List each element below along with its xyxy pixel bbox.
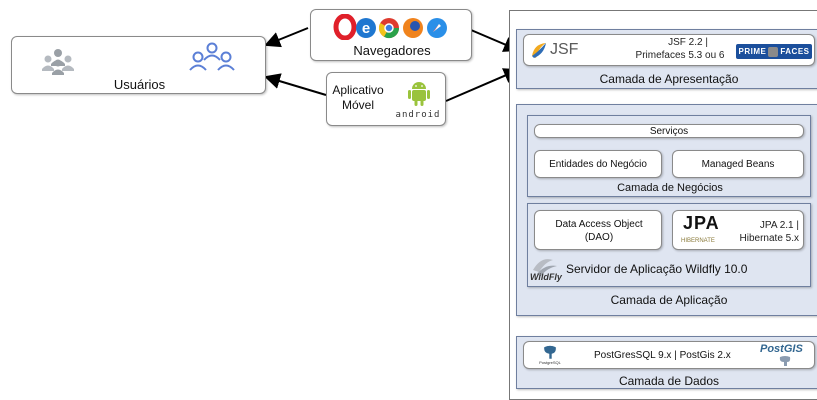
managed-beans-box: Managed Beans (672, 150, 804, 178)
android-icon (407, 79, 431, 107)
android-wordmark: android (395, 110, 441, 120)
arrow-aplicativo-to-usuarios (264, 73, 327, 96)
jsf-logo-text: JSF (550, 41, 579, 58)
jpa-line2: Hibernate 5.x (739, 233, 799, 244)
aplicacao-layer-label: Camada de Aplicação (610, 293, 728, 307)
servidor-aplicacao: Data Access Object (DAO) JPA HIBERNATE J… (527, 203, 811, 287)
negocios-layer-label: Camada de Negócios (617, 182, 723, 194)
dados-db-label: PostGresSQL 9.x | PostGis 2.x (594, 350, 731, 361)
primefaces-logo: PRIME FACES (736, 44, 812, 59)
wildfly-logo-icon (531, 256, 561, 284)
apresentacao-layer-label: Camada de Apresentação (599, 72, 739, 86)
servicos-box: Serviços (534, 124, 804, 138)
aplicativo-label-line1: Aplicativo (332, 83, 384, 97)
dao-line2: (DAO) (584, 232, 614, 243)
jpa-logo-text: JPA (683, 213, 720, 233)
users-group-icon (40, 47, 76, 75)
dados-box: PostgreSQL PostGresSQL 9.x | PostGis 2.x… (523, 341, 815, 369)
chrome-icon (378, 18, 400, 39)
ie-icon: e (356, 18, 376, 38)
jpa-box: JPA HIBERNATE JPA 2.1 | Hibernate 5.x (672, 210, 804, 250)
navegadores-label: Navegadores (353, 43, 431, 58)
opera-icon (333, 14, 357, 40)
safari-icon (427, 18, 447, 38)
users-outline-icon (188, 42, 236, 72)
camada-negocios: Serviços Entidades do Negócio Managed Be… (527, 115, 811, 197)
dao-line1: Data Access Object (555, 219, 643, 230)
jsf-logo-icon (530, 40, 548, 60)
wildfly-logo-text: WildFly (530, 272, 562, 282)
svg-text:e: e (362, 20, 370, 37)
aplicativo-box: Aplicativo Móvel android (326, 72, 446, 126)
primefaces-shield-icon (768, 46, 779, 57)
apresentacao-tech-line1: JSF 2.2 | (668, 37, 708, 48)
camada-dados: PostgreSQL PostGresSQL 9.x | PostGis 2.x… (516, 336, 817, 389)
apresentacao-tech-box: JSF JSF 2.2 | Primefaces 5.3 ou 6 PRIME … (523, 34, 815, 66)
postgis-elephant-icon (778, 355, 792, 367)
usuarios-label: Usuários (113, 77, 166, 92)
camada-apresentacao: JSF JSF 2.2 | Primefaces 5.3 ou 6 PRIME … (516, 29, 817, 89)
primefaces-logo-right: FACES (780, 47, 810, 56)
dados-layer-label: Camada de Dados (618, 374, 720, 388)
aplicativo-label-line2: Móvel (341, 98, 374, 112)
entidades-box: Entidades do Negócio (534, 150, 662, 178)
postgresql-caption: PostgreSQL (539, 360, 561, 365)
primefaces-logo-left: PRIME (738, 47, 767, 56)
navegadores-box: e Navegadores (310, 9, 472, 61)
browser-icons: e (333, 14, 453, 40)
hibernate-logo-text: HIBERNATE (681, 238, 715, 244)
arrow-navegadores-to-usuarios (264, 27, 309, 48)
postgresql-elephant-icon (542, 344, 558, 360)
dao-box: Data Access Object (DAO) (534, 210, 662, 250)
postgis-logo-text: PostGIS (760, 343, 803, 355)
usuarios-box: Usuários (11, 36, 266, 94)
server-label: Servidor de Aplicação Wildfly 10.0 (566, 262, 748, 276)
arrow-aplicativo-to-apresentacao (445, 68, 520, 102)
camada-aplicacao: Serviços Entidades do Negócio Managed Be… (516, 104, 817, 316)
jpa-line1: JPA 2.1 | (759, 220, 799, 231)
apresentacao-tech-line2: Primefaces 5.3 ou 6 (635, 50, 725, 61)
firefox-icon (403, 18, 423, 38)
